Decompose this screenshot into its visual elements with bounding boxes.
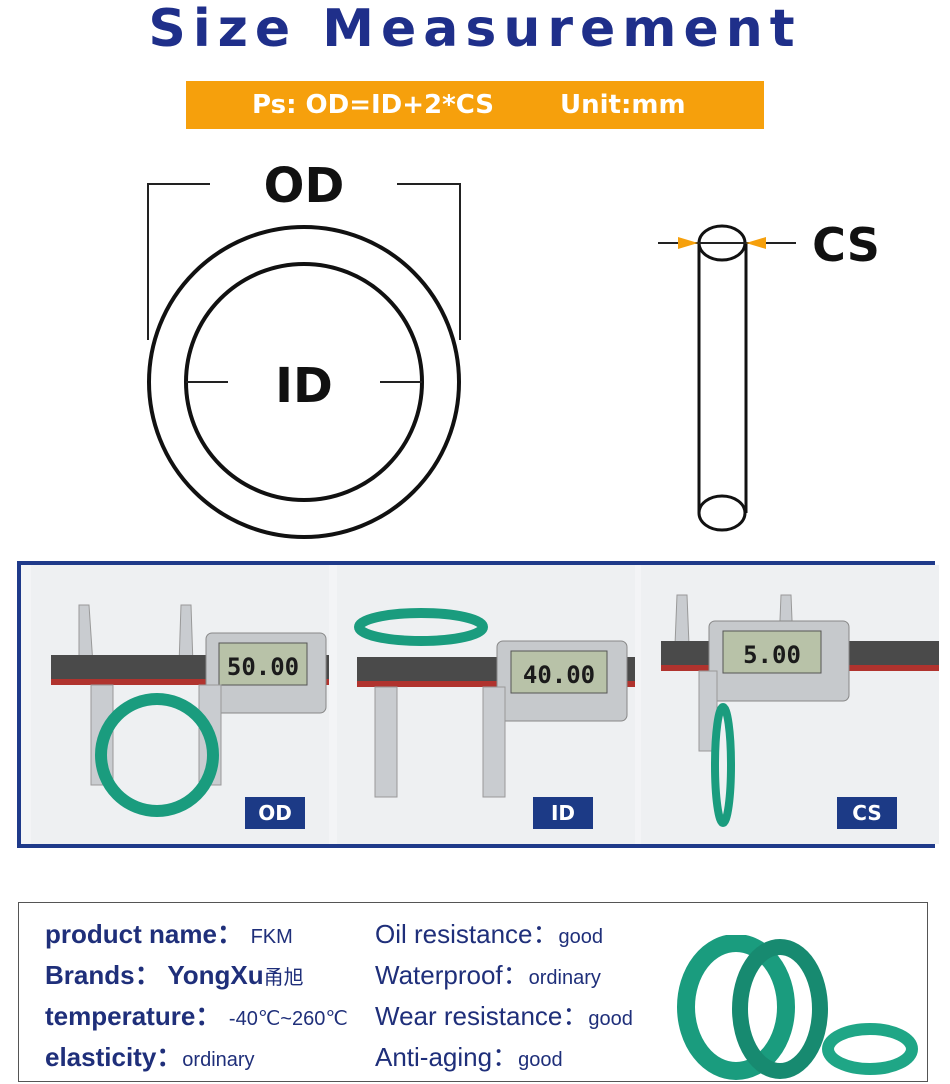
size-diagram: OD ID CS [147, 158, 880, 539]
spec-box: product name： FKM Brands： YongXu甬旭 tempe… [18, 902, 928, 1082]
photo-panel-od: 50.00 OD [31, 565, 329, 844]
caliper-reading-od: 50.00 [227, 653, 299, 681]
cs-dimension [658, 237, 796, 249]
spec-row-brands: Brands： YongXu甬旭 [45, 960, 304, 990]
outer-ring-circle [147, 225, 461, 539]
spec-left-column: product name： FKM Brands： YongXu甬旭 tempe… [45, 915, 348, 1079]
cross-section-cylinder [697, 224, 748, 532]
o-ring-product-image [677, 935, 918, 1080]
id-label: ID [275, 358, 333, 414]
od-label: OD [264, 158, 345, 214]
tag-od: OD [245, 797, 305, 829]
caliper-photo-strip: 50.00 OD 40.00 ID [17, 561, 939, 848]
photo-panel-cs: 5.00 CS [641, 565, 939, 844]
page-title: Size Measurement [148, 0, 802, 59]
spec-row-oil-resistance: Oil resistance：good [375, 919, 603, 949]
spec-row-product-name: product name： FKM [45, 919, 293, 949]
spec-row-anti-aging: Anti-aging：good [375, 1042, 563, 1072]
spec-right-column: Oil resistance：good Waterproof：ordinary … [375, 915, 633, 1079]
caliper-reading-cs: 5.00 [743, 641, 801, 669]
photo-panel-id: 40.00 ID [337, 565, 635, 844]
formula-text: Ps: OD=ID+2*CS [252, 90, 495, 120]
cs-label: CS [812, 218, 880, 272]
tag-cs: CS [837, 797, 897, 829]
caliper-cs-illustration: 5.00 [641, 565, 939, 844]
tag-id: ID [533, 797, 593, 829]
spec-row-wear-resistance: Wear resistance：good [375, 1001, 633, 1031]
od-dimension [147, 183, 461, 340]
spec-row-temperature: temperature： -40℃~260℃ [45, 1001, 348, 1031]
spec-row-waterproof: Waterproof：ordinary [375, 960, 601, 990]
unit-text: Unit:mm [560, 90, 686, 120]
spec-row-elasticity: elasticity：ordinary [45, 1042, 255, 1072]
formula-banner: Ps: OD=ID+2*CS Unit:mm [186, 81, 764, 129]
caliper-reading-id: 40.00 [523, 661, 595, 689]
